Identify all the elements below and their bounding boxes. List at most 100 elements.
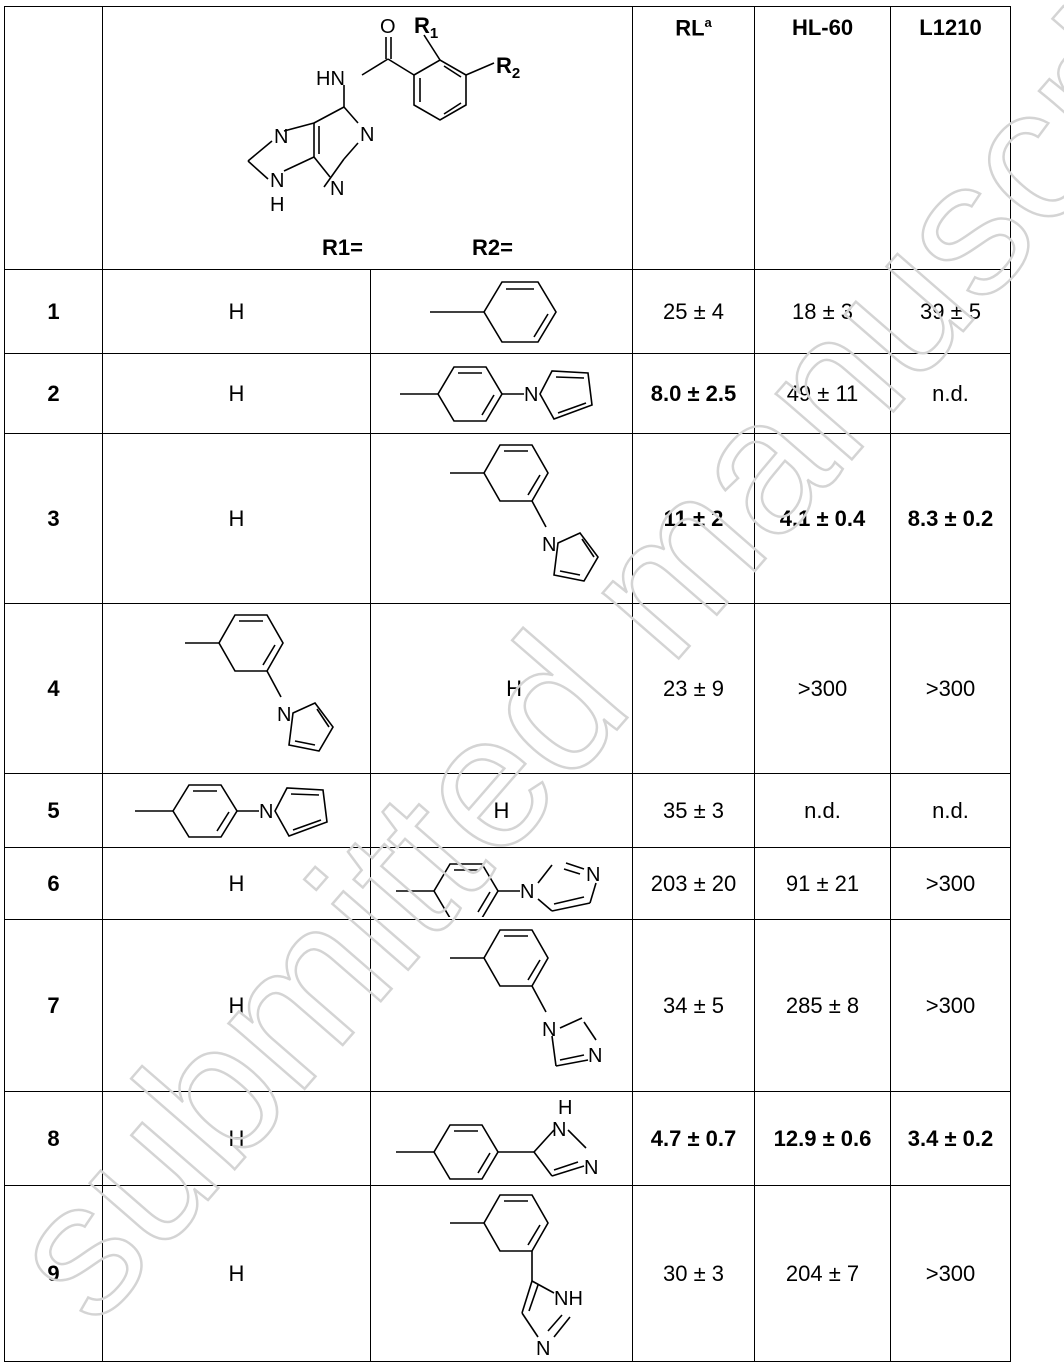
- r1-value: H: [102, 353, 371, 434]
- hl60-value: 285 ± 8: [754, 919, 891, 1092]
- atom-n: N: [360, 124, 374, 146]
- r2-value: H: [370, 773, 633, 848]
- rl-value: 25 ± 4: [632, 269, 755, 354]
- table-row: 1 H 25 ± 4 18 ± 3 39 ± 5: [4, 269, 1011, 354]
- r2-structure-meta-pyrrolylphenyl: N: [370, 433, 633, 604]
- r2-structure-para-pyrrolylphenyl: N: [370, 353, 633, 434]
- header-hl60: HL-60: [754, 6, 891, 270]
- hl60-value: 4.1 ± 0.4: [754, 433, 891, 604]
- atom-nh: NH: [554, 1288, 583, 1310]
- r2-structure-phenyl: [370, 269, 633, 354]
- r2-value: H: [370, 603, 633, 774]
- rl-value: 8.0 ± 2.5: [632, 353, 755, 434]
- header-row: O HN N N N N H R1 R2 R1= R2= RLa HL-60 L…: [4, 6, 1011, 270]
- table-row: 5 N H 35 ± 3 n.d. n.d.: [4, 773, 1011, 848]
- meta-imidazolylphenyl-structure: N N: [449, 928, 602, 1067]
- phenyl-structure: [429, 280, 557, 343]
- r1-value: H: [102, 1091, 371, 1186]
- l1210-value: n.d.: [890, 353, 1011, 434]
- r1-structure-meta-pyrrolylphenyl: N: [102, 603, 371, 774]
- compound-id: 8: [4, 1091, 103, 1186]
- r2-structure-para-imidazolylphenyl: N N: [370, 847, 633, 920]
- r1-value: H: [102, 269, 371, 354]
- rl-value: 34 ± 5: [632, 919, 755, 1092]
- table-row: 4 N H 23 ± 9 >300 >300: [4, 603, 1011, 774]
- rl-value: 30 ± 3: [632, 1185, 755, 1362]
- atom-n: N: [277, 704, 291, 726]
- para-imidazolylphenyl-structure: N N: [395, 861, 600, 917]
- l1210-value: >300: [890, 603, 1011, 774]
- l1210-value: 8.3 ± 0.2: [890, 433, 1011, 604]
- hl60-value: 18 ± 3: [754, 269, 891, 354]
- r2-column-label: R2=: [472, 235, 513, 260]
- atom-n: N: [588, 1045, 602, 1067]
- rl-value: 4.7 ± 0.7: [632, 1091, 755, 1186]
- l1210-value: >300: [890, 1185, 1011, 1362]
- atom-h: H: [558, 1097, 572, 1119]
- r1-column-label: R1=: [322, 235, 363, 260]
- atom-n: N: [330, 178, 344, 200]
- para-pyrrolylphenyl-structure: N: [134, 783, 328, 838]
- compound-id: 3: [4, 433, 103, 604]
- hl60-value: 49 ± 11: [754, 353, 891, 434]
- l1210-value: >300: [890, 847, 1011, 920]
- l1210-value: n.d.: [890, 773, 1011, 848]
- r2-group-label: R2: [496, 53, 520, 82]
- header-empty-cell: [4, 6, 103, 270]
- atom-n: N: [552, 1119, 566, 1141]
- rl-value: 35 ± 3: [632, 773, 755, 848]
- atom-n: N: [270, 170, 284, 192]
- compound-id: 6: [4, 847, 103, 920]
- r1-group-label: R1: [414, 13, 438, 42]
- rl-value: 203 ± 20: [632, 847, 755, 920]
- table-row: 6 H N N 203 ± 20 91 ± 21 >3: [4, 847, 1011, 920]
- compound-id: 5: [4, 773, 103, 848]
- l1210-value: 39 ± 5: [890, 269, 1011, 354]
- header-rl: RLa: [632, 6, 755, 270]
- atom-n: N: [524, 384, 538, 406]
- atom-n: N: [542, 1019, 556, 1041]
- l1210-value: >300: [890, 919, 1011, 1092]
- atom-h: H: [270, 194, 284, 216]
- atom-n: N: [536, 1338, 550, 1359]
- results-table: O HN N N N N H R1 R2 R1= R2= RLa HL-60 L…: [4, 6, 1011, 1362]
- compound-id: 7: [4, 919, 103, 1092]
- para-pyrrolylphenyl-structure: N: [399, 365, 593, 422]
- hl60-value: 91 ± 21: [754, 847, 891, 920]
- meta-pyrrolylphenyl-structure: N: [184, 613, 334, 752]
- purine-benzamide-scaffold: O HN N N N N H R1 R2 R1= R2=: [246, 13, 520, 260]
- table-row: 2 H N 8.0 ± 2.5 49 ± 11 n.d.: [4, 353, 1011, 434]
- atom-n: N: [584, 1157, 598, 1179]
- table-row: 8 H H N N 4.7 ± 0.7 12.9 ± 0.6: [4, 1091, 1011, 1186]
- rl-value: 11 ± 2: [632, 433, 755, 604]
- hl60-value: >300: [754, 603, 891, 774]
- hl60-value: 204 ± 7: [754, 1185, 891, 1362]
- table-row: 7 H N N 34 ± 5 285 ± 8 >300: [4, 919, 1011, 1092]
- r1-value: H: [102, 919, 371, 1092]
- rl-value: 23 ± 9: [632, 603, 755, 774]
- header-l1210: L1210: [890, 6, 1011, 270]
- hl60-value: 12.9 ± 0.6: [754, 1091, 891, 1186]
- compound-id: 4: [4, 603, 103, 774]
- l1210-value: 3.4 ± 0.2: [890, 1091, 1011, 1186]
- r2-structure-meta-imidazol5ylphenyl: NH N: [370, 1185, 633, 1362]
- compound-id: 2: [4, 353, 103, 434]
- atom-n: N: [542, 534, 556, 556]
- r1-structure-para-pyrrolylphenyl: N: [102, 773, 371, 848]
- r2-structure-meta-imidazolylphenyl: N N: [370, 919, 633, 1092]
- scaffold-structure-cell: O HN N N N N H R1 R2 R1= R2=: [102, 6, 633, 270]
- r1-value: H: [102, 847, 371, 920]
- atom-o: O: [380, 16, 396, 38]
- atom-n: N: [259, 801, 273, 823]
- table-row: 3 H N 11 ± 2 4.1 ± 0.4 8.3 ± 0.2: [4, 433, 1011, 604]
- r1-value: H: [102, 1185, 371, 1362]
- r2-structure-para-imidazol5ylphenyl: H N N: [370, 1091, 633, 1186]
- para-imidazol5ylphenyl-structure: H N N: [395, 1097, 598, 1180]
- atom-n: N: [586, 864, 600, 886]
- atom-n: N: [274, 126, 288, 148]
- compound-id: 1: [4, 269, 103, 354]
- compound-id: 9: [4, 1185, 103, 1362]
- atom-hn: HN: [316, 68, 345, 90]
- hl60-value: n.d.: [754, 773, 891, 848]
- meta-pyrrolylphenyl-structure: N: [449, 443, 599, 582]
